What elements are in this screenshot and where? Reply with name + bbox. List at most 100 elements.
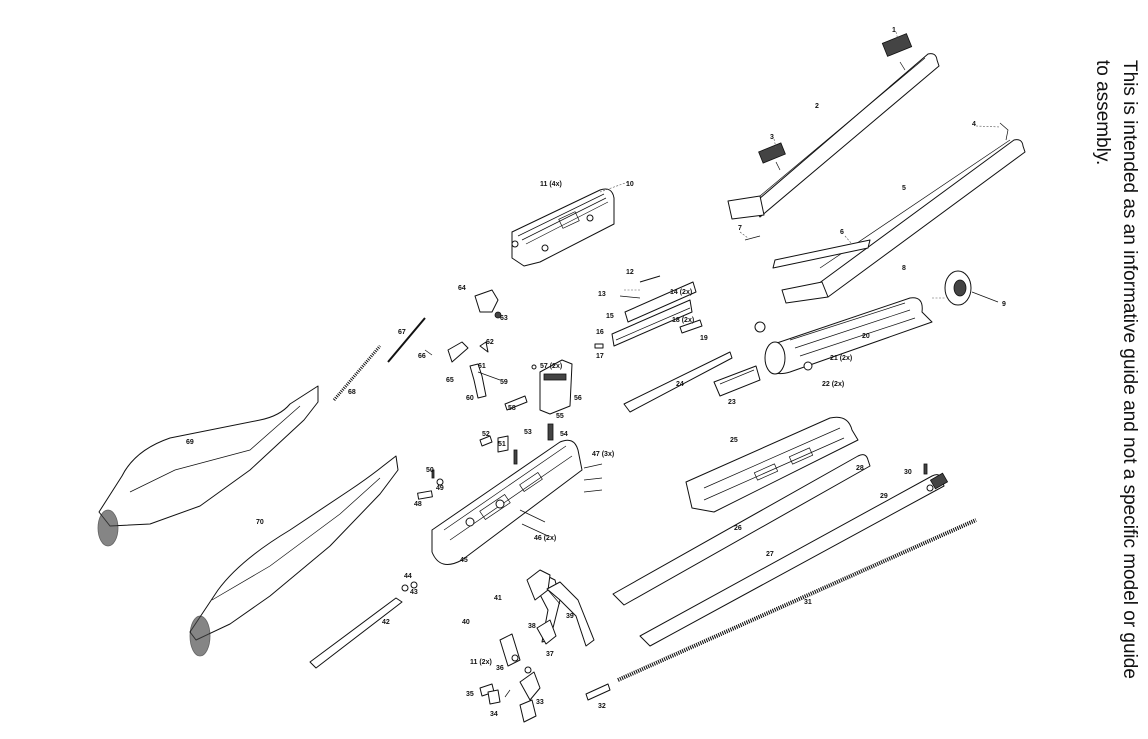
label-part-35: 35 (466, 691, 474, 698)
leader-lines (599, 31, 1001, 299)
label-part-29: 29 (880, 493, 888, 500)
label-part-54: 54 (560, 431, 568, 438)
hammer-strut (332, 317, 426, 401)
label-part-19: 19 (700, 335, 708, 342)
end-cap (944, 270, 999, 306)
label-part-53: 53 (524, 429, 532, 436)
label-part-58: 58 (508, 405, 516, 412)
barrel (727, 53, 940, 220)
label-part-32: 32 (598, 703, 606, 710)
hammer-group (424, 289, 502, 399)
label-part-18-2x: 18 (2x) (672, 317, 694, 324)
label-part-1: 1 (892, 27, 896, 34)
label-part-16: 16 (596, 329, 604, 336)
slide-arm (623, 351, 761, 413)
label-part-37: 37 (546, 651, 554, 658)
label-part-13: 13 (598, 291, 606, 298)
tube-cap (923, 463, 949, 492)
label-part-56: 56 (574, 395, 582, 402)
label-part-45: 45 (460, 557, 468, 564)
label-part-42: 42 (382, 619, 390, 626)
label-part-33: 33 (536, 699, 544, 706)
label-part-40: 40 (462, 619, 470, 626)
label-part-36: 36 (496, 665, 504, 672)
trigger-guard-upper (536, 581, 595, 647)
label-part-48: 48 (414, 501, 422, 508)
receiver (431, 439, 603, 565)
exploded-parts-diagram: 1 2 3 4 5 6 7 8 9 10 11 (4x) 12 13 14 (2… (97, 27, 1026, 723)
label-part-5: 5 (902, 185, 906, 192)
label-part-43: 43 (410, 589, 418, 596)
forend-rail (685, 416, 859, 513)
label-part-15: 15 (606, 313, 614, 320)
label-part-47-3x: 47 (3x) (592, 451, 614, 458)
label-part-34: 34 (490, 711, 498, 718)
label-part-6: 6 (840, 229, 844, 236)
label-part-7: 7 (738, 225, 742, 232)
label-part-64: 64 (458, 285, 466, 292)
label-part-4: 4 (972, 121, 976, 128)
label-part-14-2x: 14 (2x) (670, 289, 692, 296)
buttstock-upper (97, 385, 319, 547)
rear-sight (758, 142, 786, 171)
label-part-67: 67 (398, 329, 406, 336)
label-part-3: 3 (770, 134, 774, 141)
label-part-2: 2 (815, 103, 819, 110)
label-part-65: 65 (446, 377, 454, 384)
label-part-31: 31 (804, 599, 812, 606)
trigger-guard (526, 569, 551, 601)
front-sight (881, 33, 913, 71)
buttstock-lower (189, 455, 399, 657)
label-part-10: 10 (626, 181, 634, 188)
label-part-68: 68 (348, 389, 356, 396)
label-part-70: 70 (256, 519, 264, 526)
label-part-9: 9 (1002, 301, 1006, 308)
label-part-50: 50 (426, 467, 434, 474)
label-part-46-2x: 46 (2x) (534, 535, 556, 542)
label-part-11-4x: 11 (4x) (540, 181, 562, 188)
receiver-pins (417, 469, 444, 500)
forend (754, 297, 933, 375)
recoil-spring (617, 518, 977, 682)
receiver-cover (511, 188, 615, 267)
label-part-20: 20 (862, 333, 870, 340)
label-part-24: 24 (676, 381, 684, 388)
trigger-parts (479, 359, 573, 465)
label-part-51: 51 (498, 441, 506, 448)
label-part-41: 41 (494, 595, 502, 602)
label-part-23: 23 (728, 399, 736, 406)
label-part-55: 55 (556, 413, 564, 420)
takedown-rod (309, 581, 418, 669)
magazine-parts (744, 235, 871, 269)
label-part-59: 59 (500, 379, 508, 386)
label-part-22-2x: 22 (2x) (822, 381, 844, 388)
label-part-17: 17 (596, 353, 604, 360)
label-part-61: 61 (478, 363, 486, 370)
disclaimer-note: This is intended as an informative guide… (1092, 60, 1140, 679)
label-part-39: 39 (566, 613, 574, 620)
label-part-66: 66 (418, 353, 426, 360)
label-part-27: 27 (766, 551, 774, 558)
part-labels: 1 2 3 4 5 6 7 8 9 10 11 (4x) 12 13 14 (2… (186, 27, 1006, 718)
label-part-30: 30 (904, 469, 912, 476)
label-part-69: 69 (186, 439, 194, 446)
label-part-26: 26 (734, 525, 742, 532)
bolt-carrier (594, 275, 703, 349)
trigger-assembly (479, 574, 561, 723)
label-part-44: 44 (404, 573, 412, 580)
label-part-8: 8 (902, 265, 906, 272)
label-part-52: 52 (482, 431, 490, 438)
guide-rod-screw (585, 683, 611, 701)
label-part-28: 28 (856, 465, 864, 472)
label-part-62: 62 (486, 339, 494, 346)
label-part-49: 49 (436, 485, 444, 492)
operating-rod (612, 454, 871, 606)
label-part-11-2x: 11 (2x) (470, 659, 492, 666)
label-part-38: 38 (528, 623, 536, 630)
label-part-63: 63 (500, 315, 508, 322)
label-part-12: 12 (626, 269, 634, 276)
label-part-25: 25 (730, 437, 738, 444)
label-part-60: 60 (466, 395, 474, 402)
label-part-21-2x: 21 (2x) (830, 355, 852, 362)
